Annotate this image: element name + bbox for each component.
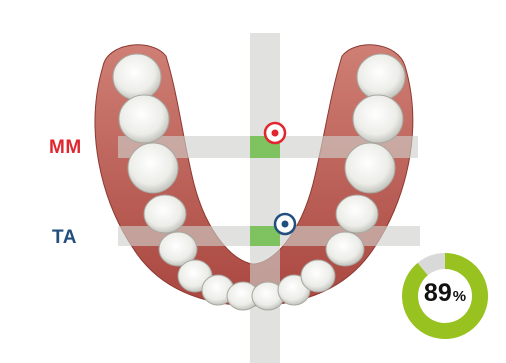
tooth	[345, 143, 395, 193]
tooth	[301, 260, 335, 292]
ta-label: TA	[52, 227, 77, 249]
mm-label: MM	[49, 137, 82, 159]
tooth	[326, 232, 364, 266]
tooth	[353, 95, 403, 143]
tooth	[336, 195, 378, 233]
gauge-track	[423, 261, 445, 269]
gauge-unit: %	[453, 288, 466, 305]
tooth	[144, 195, 186, 233]
gauge-number: 89	[424, 279, 452, 307]
tooth	[113, 54, 161, 100]
tooth	[128, 143, 178, 193]
mm-marker-icon	[265, 123, 285, 143]
vertical-guide-band	[250, 33, 280, 363]
tooth	[119, 95, 169, 143]
gauge-value: 89%	[400, 279, 490, 308]
tooth	[357, 54, 405, 100]
ta-marker-icon	[275, 214, 295, 234]
